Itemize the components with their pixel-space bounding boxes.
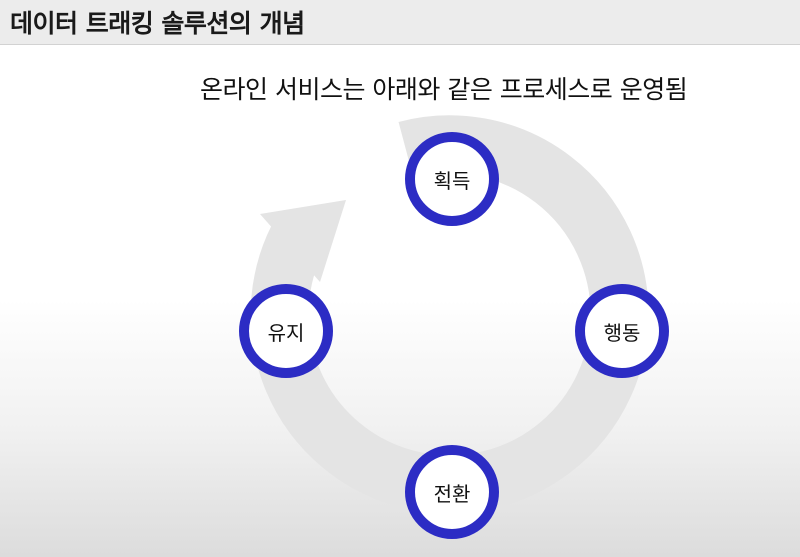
node-label: 전환 [433,481,471,506]
cycle-node-acquisition: 획득 [405,132,499,226]
cycle-node-conversion: 전환 [405,445,499,539]
slide-subtitle: 온라인 서비스는 아래와 같은 프로세스로 운영됨 [200,75,688,104]
slide-title: 데이터 트래킹 솔루션의 개념 [10,9,305,38]
node-label: 행동 [603,320,641,345]
node-label: 획득 [433,168,471,193]
cycle-node-behavior: 행동 [575,284,669,378]
node-label: 유지 [267,320,305,345]
cycle-arrow-head [260,200,346,282]
cycle-node-retention: 유지 [239,284,333,378]
header-bar: 데이터 트래킹 솔루션의 개념 [0,0,800,45]
